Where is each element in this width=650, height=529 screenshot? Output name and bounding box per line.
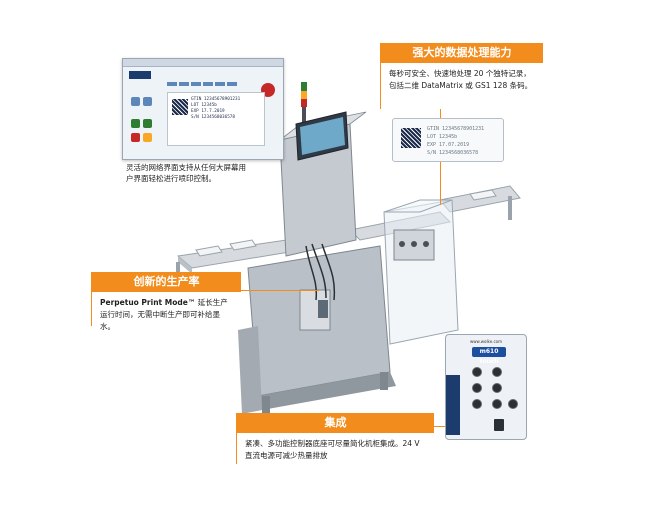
connector-icon: [492, 367, 502, 377]
glass-enclosure: [383, 199, 459, 345]
callout-body-strong: Perpetuo Print Mode™: [100, 298, 196, 307]
callout-data-processing: 强大的数据处理能力 每秒可安全、快速地处理 20 个独特记录，包括二维 Data…: [380, 43, 543, 109]
callout-productivity: 创新的生产率 Perpetuo Print Mode™ 延长生产运行时间，无需中…: [91, 272, 241, 331]
connector-icon: [472, 383, 482, 393]
screen-button: [131, 133, 140, 142]
callout-title: 强大的数据处理能力: [381, 43, 543, 63]
datamatrix-icon: [172, 99, 188, 115]
screen-code-line: LOT 12345b: [191, 103, 217, 108]
callout-body: Perpetuo Print Mode™ 延长生产运行时间，无需中断生产即可补给…: [92, 292, 241, 338]
print-sample: GTIN 12345678901231 LOT 12345b EXP 17.07…: [392, 118, 504, 162]
screen-tab-strip: [167, 71, 239, 90]
datamatrix-icon: [401, 128, 421, 148]
screen-button: [131, 97, 140, 106]
print-code-line: EXP 17.07.2019: [427, 142, 470, 148]
hmi-caption: 灵活的网络界面支持从任何大屏幕用户界面轻松进行喷印控制。: [126, 163, 246, 183]
callout-body: 紧凑、多功能控制器底座可尽量简化机柜集成。24 V 直流电源可减少热量排放: [245, 439, 420, 460]
wolke-logo: [129, 71, 151, 79]
leader-integration: [434, 426, 446, 427]
callout-body-rest: 延长生产运行时间，无需中断生产即可补给墨水。: [100, 298, 228, 331]
controller-model-badge: m610 touch: [472, 347, 506, 365]
connector-icon: [492, 383, 502, 393]
web-interface-screenshot: GTIN 12345678901231 LOT 12345b EXP 17.7.…: [122, 58, 284, 160]
callout-title: 创新的生产率: [92, 272, 241, 292]
screen-button: [131, 119, 140, 128]
connector-icon: [508, 399, 518, 409]
screen-code-line: GTIN 12345678901231: [191, 97, 241, 102]
screen-button: [143, 97, 152, 106]
screen-label-preview: GTIN 12345678901231 LOT 12345b EXP 17.7.…: [167, 92, 265, 146]
connector-icon: [472, 367, 482, 377]
callout-integration: 集成 紧凑、多功能控制器底座可尽量简化机柜集成。24 V 直流电源可减少热量排放: [236, 413, 434, 464]
power-switch-icon: [494, 419, 504, 431]
print-code-line: S/N 1234568036578: [427, 150, 479, 156]
callout-title: 集成: [237, 413, 434, 433]
controller-side-strip: [446, 375, 460, 435]
print-code-line: GTIN 12345678901231: [427, 126, 485, 132]
screen-code-line: EXP 17.7.2019: [191, 109, 225, 114]
screen-code-line: S/N 1234568036578: [191, 115, 235, 120]
connector-icon: [492, 399, 502, 409]
print-code-line: LOT 12345b: [427, 134, 458, 140]
screen-button: [143, 133, 152, 142]
screen-button: [143, 119, 152, 128]
connector-icon: [472, 399, 482, 409]
screen-title-bar: [123, 59, 283, 67]
leader-productivity: [241, 290, 319, 291]
controller-unit: www.wolke.com m610 touch: [445, 334, 527, 440]
controller-url: www.wolke.com: [470, 339, 502, 344]
callout-body: 每秒可安全、快速地处理 20 个独特记录，包括二维 DataMatrix 或 G…: [389, 69, 533, 90]
